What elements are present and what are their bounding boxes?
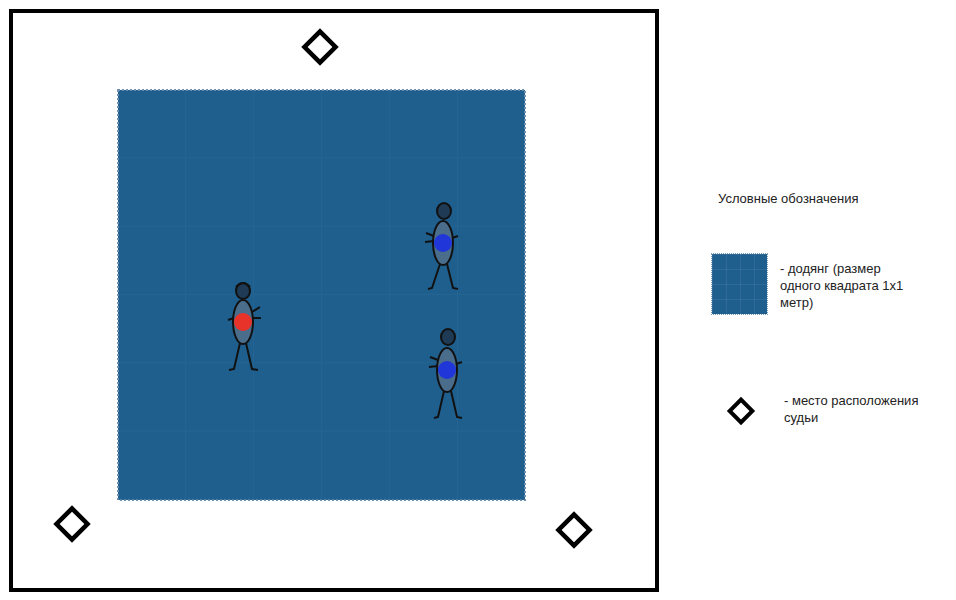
hall-border bbox=[11, 11, 657, 590]
mat-grid bbox=[118, 90, 525, 500]
legend-swatch bbox=[712, 254, 767, 314]
legend-text: - додянг (размер одного квадрата 1x1 мет… bbox=[780, 260, 920, 311]
red-fighter bbox=[228, 283, 261, 370]
judge-diamond bbox=[56, 31, 589, 545]
legend-heading: Условные обозначения bbox=[718, 190, 918, 207]
dojang-mat bbox=[118, 90, 525, 500]
legend-text: - место расположения судьи bbox=[784, 392, 944, 426]
blue-fighter bbox=[425, 203, 458, 289]
blue-fighter bbox=[429, 329, 462, 418]
judge-diamond-sample bbox=[726, 396, 756, 426]
